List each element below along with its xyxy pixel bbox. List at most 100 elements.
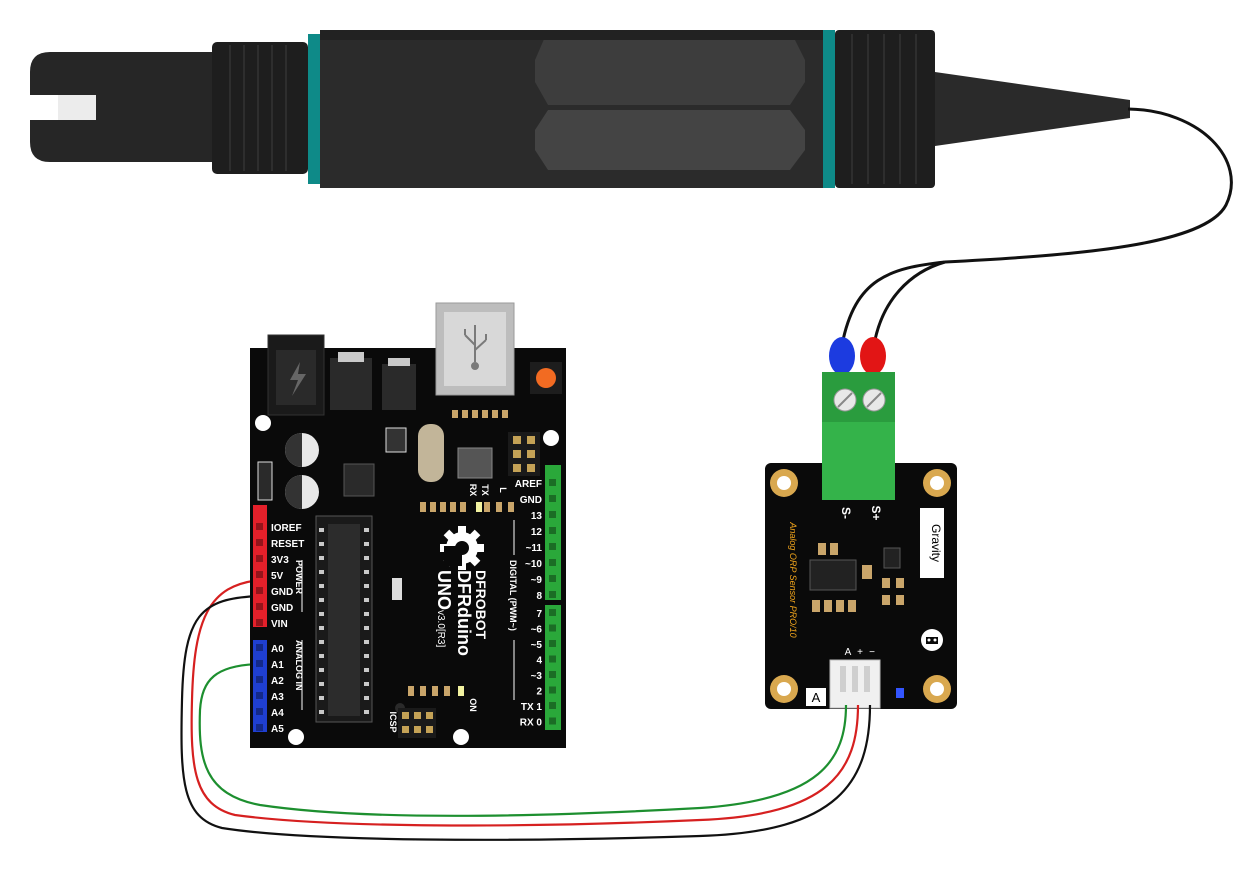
- pin-label-digital_top-2: 13: [531, 511, 543, 522]
- header-pin-hole: [256, 724, 263, 731]
- digital-header-bottom: [545, 605, 561, 730]
- pin-label-digital_bottom-3: 4: [536, 656, 542, 667]
- header-pin-hole: [549, 511, 556, 518]
- header-pin-hole: [549, 479, 556, 486]
- terminal-label-neg: S-: [839, 507, 853, 519]
- pin-label-digital_bottom-7: RX 0: [520, 718, 543, 729]
- gravity-badge-box: [920, 508, 944, 578]
- pin-label-digital_bottom-4: ~3: [531, 671, 543, 682]
- pin-label-digital_bottom-1: ~6: [531, 625, 543, 636]
- connector-pin-label-minus: −: [869, 647, 875, 658]
- wire-signal-green: [198, 662, 848, 817]
- rx-led-label: RX: [468, 484, 478, 497]
- header-pin-hole: [549, 624, 556, 632]
- pin-label-analog_pins-1: A1: [271, 660, 284, 671]
- fuse: [385, 427, 407, 453]
- arduino-smd-parts: [408, 410, 514, 696]
- wire-ground-black: [180, 594, 872, 841]
- probe-body-facet-mid: [535, 110, 805, 170]
- atmega-chip: [328, 524, 360, 716]
- probe-ring-left: [308, 34, 320, 184]
- icsp-label: ICSP: [388, 711, 398, 732]
- sensor-smd-parts: [812, 543, 904, 612]
- l-led-label: L: [498, 487, 508, 493]
- header-pin-hole: [549, 702, 556, 709]
- header-pin-hole: [549, 495, 556, 502]
- arduino-uno-board: ICSP ON RX TX L DFROBOT DFRduino UNO v: [250, 302, 566, 748]
- pin-label-digital_top-5: ~10: [525, 559, 542, 570]
- header-pin-hole: [549, 591, 556, 598]
- on-led-label: ON: [468, 698, 478, 712]
- pin-label-power_pins-5: GND: [271, 603, 293, 614]
- header-pin-hole: [549, 640, 556, 647]
- pin-label-power_pins-6: VIN: [271, 619, 288, 630]
- probe-body-shadow-top: [320, 30, 823, 40]
- icsp-header: [398, 708, 436, 738]
- probe-tip-glass: [58, 95, 96, 120]
- usb-symbol-icon: [464, 325, 487, 370]
- header-pin-hole: [256, 692, 263, 699]
- digital-group-label: DIGITAL (PWM~): [508, 560, 518, 631]
- probe-tip: [30, 52, 215, 162]
- pin-label-power_pins-4: GND: [271, 587, 293, 598]
- header-pin-hole: [256, 539, 263, 546]
- orp-sensor-board: S- S+ Gravity Analog ORP Sensor PRO/10 A…: [765, 372, 957, 709]
- pin-label-digital_top-7: 8: [536, 591, 542, 602]
- jst-connector-pins: [840, 666, 870, 692]
- header-pin-hole: [256, 571, 263, 578]
- brand-dfrduino: DFRduino: [454, 570, 474, 656]
- voltage-regulator-2: [382, 364, 416, 410]
- crystal-oscillator: [418, 424, 444, 482]
- header-pin-hole: [549, 686, 556, 694]
- header-pin-hole: [256, 676, 263, 683]
- header-pin-hole: [256, 660, 263, 667]
- probe-wire-to-blue: [840, 260, 946, 346]
- dfrobot-robot-icon: [921, 629, 943, 651]
- usb-chip: [457, 447, 493, 479]
- sensor-product-name: Analog ORP Sensor PRO/10: [788, 521, 798, 637]
- pin-label-digital_top-0: AREF: [515, 479, 542, 490]
- signal-tag-box: [806, 688, 826, 706]
- power-header: [253, 505, 267, 627]
- pin-label-power_pins-0: IOREF: [271, 523, 302, 534]
- small-ic: [343, 463, 375, 497]
- pin-label-digital_top-3: 12: [531, 527, 543, 538]
- probe-wire-to-red: [872, 260, 946, 346]
- pin-label-digital_bottom-0: 7: [536, 609, 542, 620]
- signal-tag: A: [812, 690, 821, 705]
- terminal-label-pos: S+: [869, 505, 883, 520]
- analog-header: [253, 640, 267, 732]
- led-on: [458, 686, 464, 696]
- probe-grip-left: [212, 42, 308, 174]
- connector-pin-label-plus: +: [857, 647, 863, 658]
- probe-ring-right: [823, 30, 835, 188]
- atmega-pins: [319, 528, 369, 714]
- sensor-ic: [809, 559, 857, 591]
- header-pin-hole: [549, 609, 556, 616]
- header-pin-hole: [549, 527, 556, 534]
- diode: [257, 461, 273, 501]
- pin-label-digital_top-6: ~9: [531, 575, 543, 586]
- header-pin-hole: [256, 644, 263, 651]
- header-pin-hole: [549, 559, 556, 566]
- reset-button[interactable]: [536, 368, 556, 388]
- probe-grip-right: [835, 30, 935, 188]
- connector-pin-label-a: A: [845, 647, 852, 658]
- pin-label-power_pins-2: 3V3: [271, 555, 289, 566]
- pin-label-analog_pins-4: A4: [271, 708, 284, 719]
- signal-wires: [180, 578, 872, 841]
- header-pin-hole: [256, 523, 263, 530]
- brand-version: v3.0[R3]: [435, 610, 446, 647]
- probe-cable-main: [944, 107, 1233, 264]
- power-group-label: POWER: [294, 560, 304, 595]
- arduino-branding: DFROBOT DFRduino UNO v3.0[R3]: [434, 570, 489, 656]
- header-pin-hole: [256, 708, 263, 715]
- sensor-mounting-holes: [770, 469, 951, 703]
- digital-header-top: [545, 465, 561, 600]
- pin-label-analog_pins-2: A2: [271, 676, 284, 687]
- header-pin-labels: IOREFRESET3V35VGNDGNDVINA0A1A2A3A4A5AREF…: [271, 479, 542, 735]
- gravity-badge: Gravity: [929, 524, 943, 562]
- pin-label-analog_pins-0: A0: [271, 644, 284, 655]
- sensor-pcb: [765, 463, 957, 709]
